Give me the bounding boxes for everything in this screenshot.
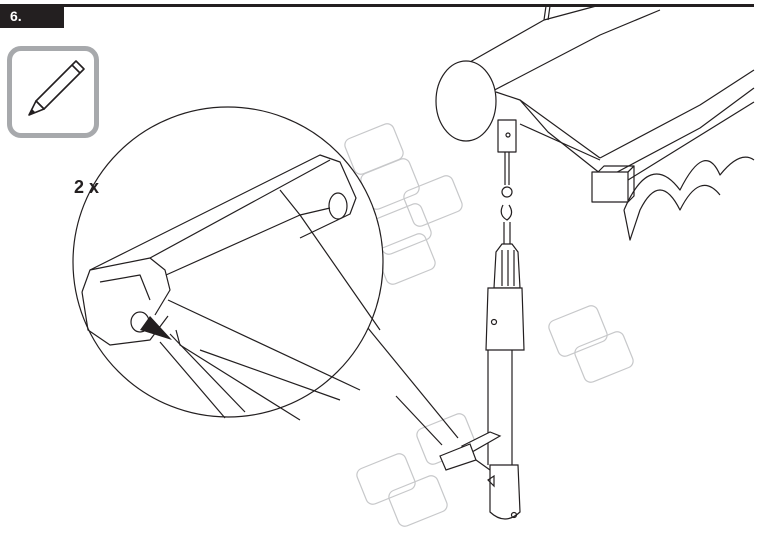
step-header-rule — [64, 4, 754, 7]
crank-rod — [439, 152, 525, 520]
pencil-icon — [28, 60, 85, 116]
zoom-detail-circle — [72, 106, 384, 421]
pencil-tip-mark — [140, 316, 172, 340]
step-number-badge: 6. — [0, 4, 64, 28]
quantity-label: 2 x — [74, 177, 100, 197]
awning-roller — [435, 4, 755, 241]
tool-indicator-box — [7, 46, 99, 138]
